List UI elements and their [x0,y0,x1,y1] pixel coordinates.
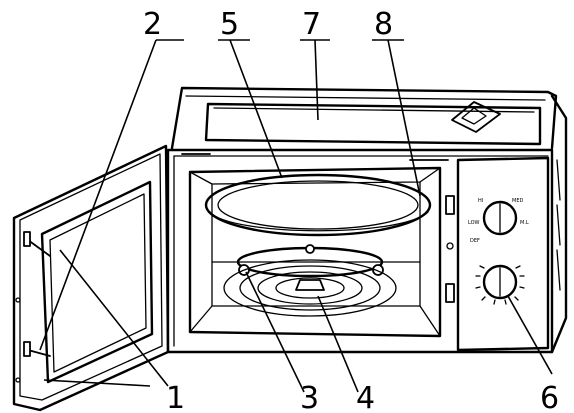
callout-4: 4 [356,381,375,413]
callout-3: 3 [300,381,319,413]
callout-7: 7 [302,7,321,42]
svg-text:HI: HI [478,198,483,204]
oven-cavity [188,166,442,338]
oven-door [12,144,170,412]
callout-8: 8 [374,7,393,42]
callout-2: 2 [143,7,162,42]
svg-text:DEF: DEF [470,238,480,244]
callout-6: 6 [540,381,559,413]
leader-lines [39,39,553,393]
door-latch-holes [445,195,455,303]
timer-knob[interactable] [475,264,525,305]
glass-turntable-tray [204,173,432,237]
svg-text:M.L: M.L [520,220,529,226]
power-knob[interactable]: HI MED LOW M.L DEF [468,198,529,244]
svg-text:MED: MED [512,198,523,204]
control-panel: HI MED LOW M.L DEF [456,156,550,352]
callout-labels: 2 5 7 8 1 3 4 6 [143,7,559,413]
waveguide-cover [204,101,542,146]
callout-1: 1 [166,381,185,413]
callout-5: 5 [220,7,239,42]
oven-body [166,86,568,354]
turntable-support [223,259,397,317]
svg-text:LOW: LOW [468,220,480,226]
